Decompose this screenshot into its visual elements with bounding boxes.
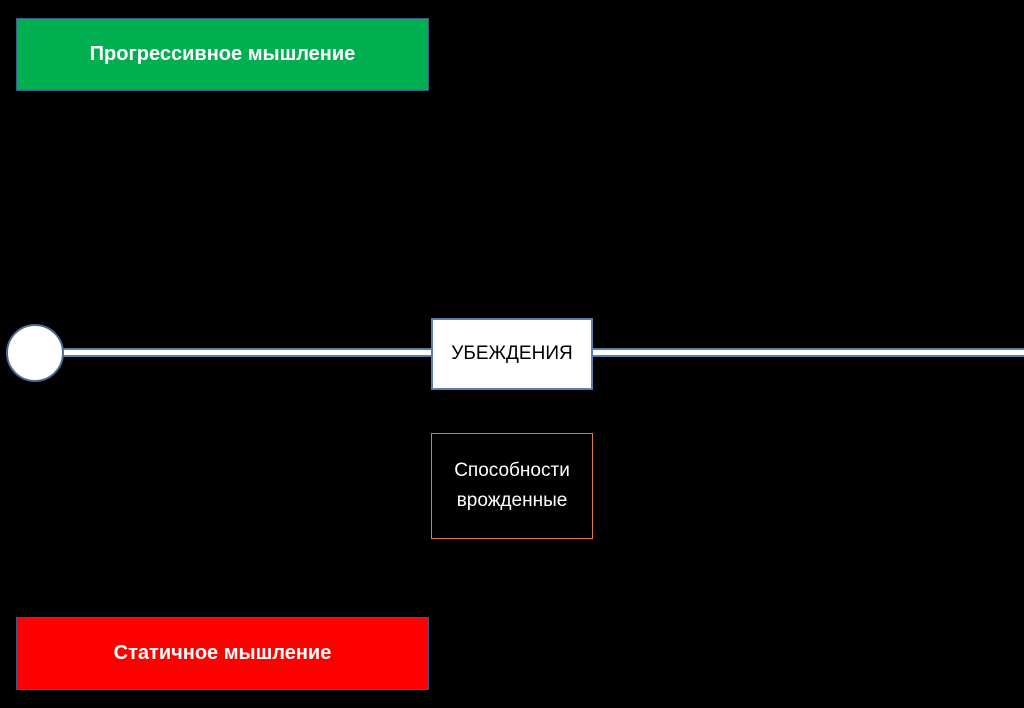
progressive-mindset-box: Прогрессивное мышление (16, 18, 429, 91)
progressive-mindset-label: Прогрессивное мышление (89, 43, 356, 65)
axis-start-circle (6, 324, 64, 382)
beliefs-label: УБЕЖДЕНИЯ (451, 343, 573, 364)
static-mindset-box: Статичное мышление (16, 617, 429, 690)
static-mindset-label: Статичное мышление (113, 642, 332, 664)
beliefs-box: УБЕЖДЕНИЯ (431, 318, 593, 390)
innate-abilities-label: Способности врожденные (454, 460, 570, 511)
innate-abilities-box: Способности врожденные (431, 433, 593, 539)
